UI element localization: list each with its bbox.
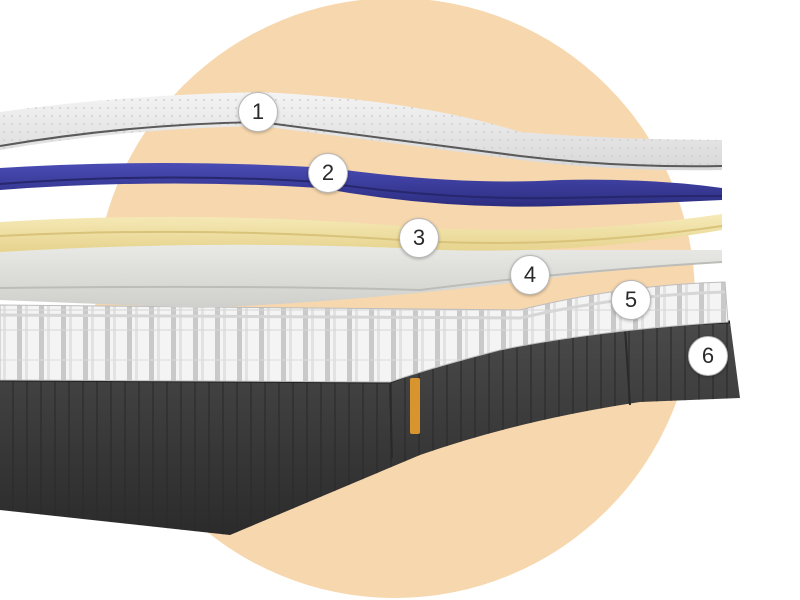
layer-number-badge-6: 6 [688, 336, 728, 376]
layer-number-badge-5: 5 [611, 280, 651, 320]
top-comfort-layer [0, 92, 723, 171]
blue-foam-layer [0, 163, 723, 207]
layer-number-badge-4: 4 [510, 255, 550, 295]
yellow-foam-layer [0, 214, 723, 252]
layer-number-badge-2: 2 [308, 153, 348, 193]
layer-number-badge-1: 1 [238, 92, 278, 132]
brand-tag [410, 378, 420, 434]
layer-number-badge-3: 3 [399, 218, 439, 258]
